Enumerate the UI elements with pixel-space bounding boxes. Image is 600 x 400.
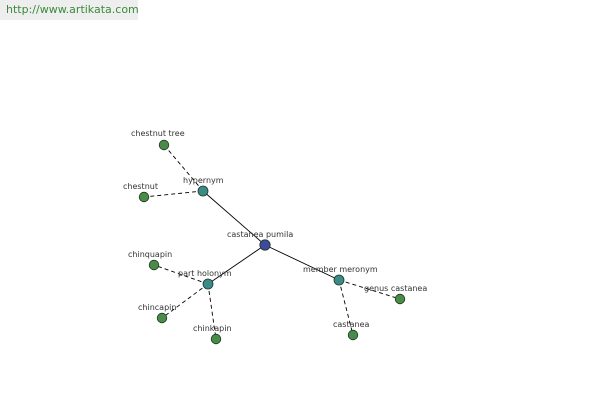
- edge-castanea-pumila-to-part-holonym: [207, 244, 266, 285]
- node-chinquapin[interactable]: chinquapin: [128, 250, 172, 271]
- node-label-chestnut: chestnut: [123, 182, 158, 191]
- edge-part-holonym-to-chincapin: [161, 283, 209, 319]
- edge-castanea-pumila-to-hypernym: [202, 190, 266, 246]
- edge-hypernym-to-chestnut: [143, 190, 204, 198]
- url-bar: http://www.artikata.com: [0, 0, 139, 20]
- node-circle-castanea-pumila[interactable]: [259, 239, 271, 251]
- node-chestnut[interactable]: chestnut: [123, 182, 158, 203]
- node-label-genus-castanea: genus castanea: [364, 284, 427, 293]
- node-label-chincapin: chincapin: [138, 303, 176, 312]
- node-label-hypernym: hypernym: [183, 176, 224, 185]
- node-circle-chincapin[interactable]: [156, 312, 168, 324]
- node-chestnut-tree[interactable]: chestnut tree: [131, 129, 185, 151]
- node-label-castanea: castanea: [333, 320, 370, 329]
- node-label-castanea-pumila: castanea pumila: [227, 230, 293, 239]
- node-label-chinquapin: chinquapin: [128, 250, 172, 259]
- node-circle-chestnut[interactable]: [138, 191, 150, 203]
- node-castanea-pumila[interactable]: castanea pumila: [227, 230, 293, 251]
- node-label-member-meronym: member meronym: [303, 265, 378, 274]
- node-circle-member-meronym[interactable]: [333, 274, 345, 286]
- edge-member-meronym-to-genus-castanea: [338, 279, 401, 300]
- node-hypernym[interactable]: hypernym: [183, 176, 224, 197]
- node-label-chinkapin: chinkapin: [193, 324, 232, 333]
- node-circle-hypernym[interactable]: [197, 185, 209, 197]
- node-part-holonym[interactable]: part holonym: [178, 269, 232, 290]
- edge-hypernym-to-chestnut-tree: [163, 144, 204, 192]
- nodes-layer: castanea pumila hypernym part holonym membe…: [123, 129, 427, 345]
- edge-castanea-pumila-to-member-meronym: [264, 244, 340, 281]
- node-castanea[interactable]: castanea: [333, 320, 370, 341]
- node-circle-genus-castanea[interactable]: [394, 293, 406, 305]
- edge-member-meronym-to-castanea: [338, 279, 354, 336]
- edges-layer: [143, 144, 401, 340]
- node-label-chestnut-tree: chestnut tree: [131, 129, 185, 138]
- node-circle-chinquapin[interactable]: [148, 259, 160, 271]
- node-member-meronym[interactable]: member meronym: [303, 265, 378, 286]
- node-circle-castanea[interactable]: [347, 329, 359, 341]
- node-circle-chestnut-tree[interactable]: [158, 139, 170, 151]
- node-chincapin[interactable]: chincapin: [138, 303, 176, 324]
- node-genus-castanea[interactable]: genus castanea: [364, 284, 427, 305]
- node-circle-chinkapin[interactable]: [210, 333, 222, 345]
- node-chinkapin[interactable]: chinkapin: [193, 324, 232, 345]
- edge-part-holonym-to-chinquapin: [153, 264, 209, 285]
- node-label-part-holonym: part holonym: [178, 269, 232, 278]
- node-circle-part-holonym[interactable]: [202, 278, 214, 290]
- edge-part-holonym-to-chinkapin: [207, 283, 217, 340]
- site-url-link[interactable]: http://www.artikata.com: [6, 3, 139, 16]
